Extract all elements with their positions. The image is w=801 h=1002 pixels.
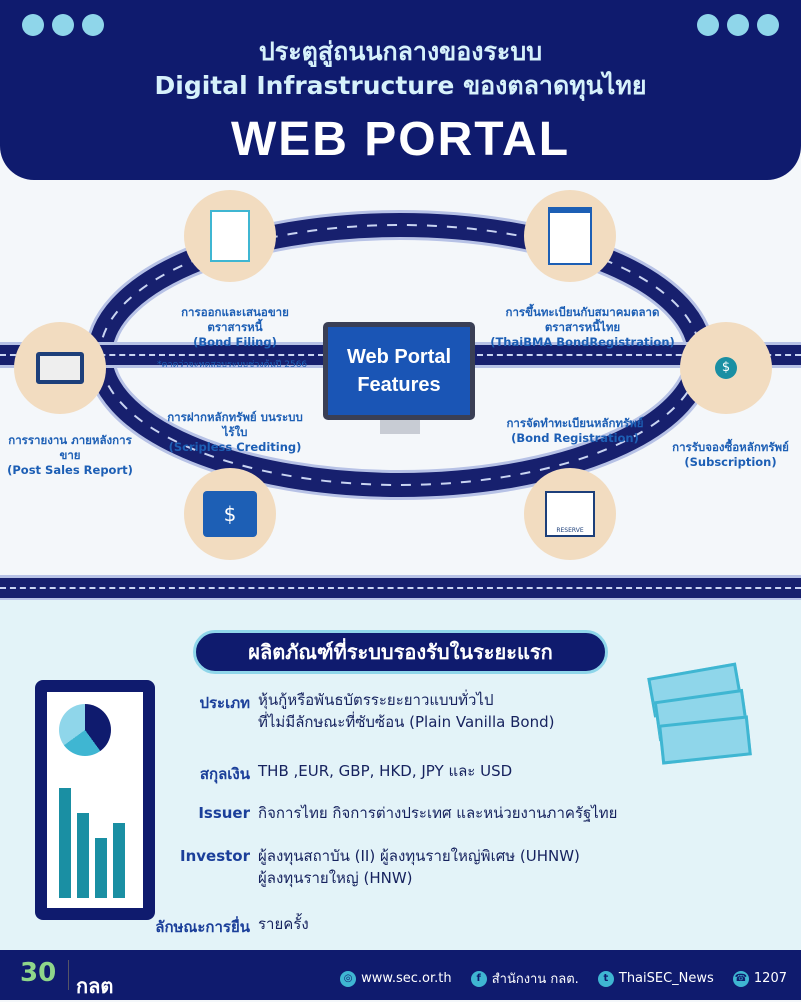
monitor-stand [380,420,420,434]
header: ประตูสู่ถนนกลางของระบบ Digital Infrastru… [0,0,801,180]
globe-icon: ◎ [340,970,357,987]
row-value-issuer: กิจการไทย กิจการต่างประเทศ และหน่วยงานภา… [258,804,618,822]
reserve-house-icon: RESERVE [524,468,616,560]
row-label-type: ประเภท [199,694,250,712]
center-line2: Features [357,374,441,396]
facebook-icon: f [470,970,487,987]
products-title: ผลิตภัณฑ์ที่ระบบรองรับในระยะแรก [193,630,608,674]
checklist-icon [524,190,616,282]
feature-post-sales: การรายงาน ภายหลังการขาย(Post Sales Repor… [7,433,133,477]
road-bottom [0,575,801,601]
row-label-filing: ลักษณะการยื่น [155,918,250,936]
money-icon [647,662,752,765]
anniversary-logo: 30 [20,958,57,988]
decor-dot [82,14,104,36]
twitter-icon: t [597,970,614,987]
decor-dot [52,14,74,36]
row-value-filing: รายครั้ง [258,915,309,933]
row-value-type: หุ้นกู้หรือพันธบัตรระยะยาวแบบทั่วไปที่ไม… [258,691,555,731]
row-label-currency: สกุลเงิน [199,765,250,783]
sec-logo: กลต [76,974,114,998]
feature-scripless: การฝากหลักทรัพย์ บนระบบไร้ใบ(Scripless C… [167,410,303,454]
row-value-investor: ผู้ลงทุนสถาบัน (II) ผู้ลงทุนรายใหญ่พิเศษ… [258,847,580,887]
decor-dot [22,14,44,36]
decor-dot [697,14,719,36]
website-link[interactable]: ◎www.sec.or.th [340,970,452,987]
handshake-money-icon: $ [680,322,772,414]
title-line2: Digital Infrastructure ของตลาดทุนไทย [154,71,647,100]
phone-icon: ☎ [732,970,749,987]
laptop-chart-icon [14,322,106,414]
document-icon [184,190,276,282]
row-label-issuer: Issuer [198,804,250,822]
feature-thaibma: การขึ้นทะเบียนกับสมาคมตลาด ตราสารหนี้ไทย… [490,305,675,349]
bank-icon: $ [184,468,276,560]
feature-bond-filing: การออกและเสนอขาย ตราสารหนี้(Bond Filing) [181,305,289,349]
main-title: WEB PORTAL [230,113,571,166]
decor-dot [757,14,779,36]
feature-subscription: การรับจองซื้อหลักทรัพย์(Subscription) [672,440,789,469]
title-line1: ประตูสู่ถนนกลางของระบบ [258,37,543,66]
feature-note: *คาดว่าจะทดสอบระบบช่วงต้นปี 2566 [157,360,308,370]
decor-dot [727,14,749,36]
row-value-currency: THB ,EUR, GBP, HKD, JPY และ USD [258,762,513,780]
phone-link[interactable]: ☎1207 [732,970,787,987]
tablet-chart-icon [35,680,155,920]
row-label-investor: Investor [179,847,250,865]
center-line1: Web Portal [346,346,452,368]
feature-bond-registration: การจัดทำทะเบียนหลักทรัพย์(Bond Registrat… [506,416,644,445]
